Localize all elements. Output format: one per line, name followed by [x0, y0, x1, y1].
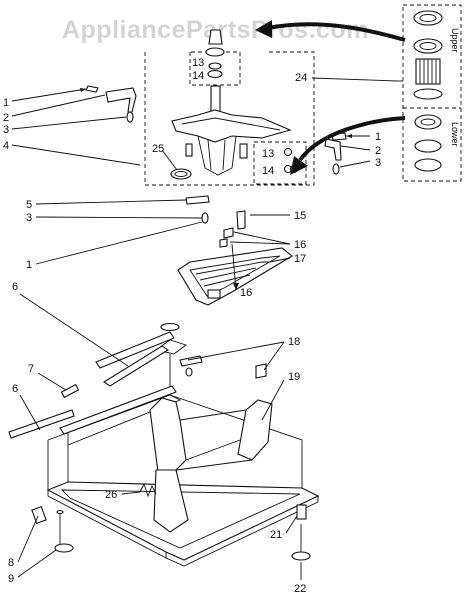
seal-group-box	[253, 141, 307, 185]
top-tabs	[160, 322, 267, 379]
lower-callout-label: Lower	[450, 122, 460, 147]
right-bracket-parts	[324, 132, 347, 175]
side-rails	[8, 345, 170, 439]
leveling-foot-left	[31, 506, 74, 553]
ref-label: 26	[105, 489, 117, 501]
ref-label: 13	[192, 57, 204, 69]
upper-callout-arrow	[255, 20, 406, 42]
ref-label: 15	[294, 210, 306, 222]
ref-label: 1	[375, 131, 381, 143]
upper-callout-label: Upper	[450, 28, 460, 53]
ref-label: 17	[294, 253, 306, 265]
lower-bearing-parts	[414, 114, 442, 172]
ref-label: 3	[26, 212, 32, 224]
ref-label: 1	[26, 259, 32, 271]
ref-label: 13	[262, 148, 274, 160]
ref-label: 25	[152, 143, 164, 155]
clip-26	[139, 482, 157, 498]
ref-label: 9	[8, 573, 14, 585]
leader-lines	[11, 77, 398, 580]
cross-brace	[59, 331, 177, 435]
leveling-foot-right	[291, 504, 311, 561]
gearcase-group-box	[144, 51, 315, 186]
ref-label: 22	[294, 583, 306, 595]
ref-label: 19	[288, 371, 300, 383]
mid-fasteners	[185, 195, 246, 248]
ref-label: 4	[3, 140, 9, 152]
ref-label: 8	[8, 557, 14, 569]
ref-label: 24	[295, 72, 307, 84]
snubber-ring	[170, 168, 192, 180]
ref-label: 5	[26, 199, 32, 211]
ref-label: 1	[3, 97, 9, 109]
ref-label: 3	[375, 157, 381, 169]
leader-arrowheads	[80, 88, 352, 290]
ref-label: 6	[12, 281, 18, 293]
ref-label: 14	[262, 165, 274, 177]
ref-label: 16	[240, 287, 252, 299]
ref-label: 21	[270, 529, 282, 541]
ref-label: 18	[288, 336, 300, 348]
center-post	[205, 29, 225, 117]
ref-label: 16	[294, 239, 306, 251]
ref-label: 2	[3, 112, 9, 124]
bearing-kit-box	[397, 4, 462, 182]
lower-callout-arrow	[290, 116, 406, 175]
upper-bearing-parts	[413, 10, 443, 100]
left-bracket-parts	[85, 85, 137, 123]
ref-label: 14	[192, 70, 204, 82]
ref-label: 7	[28, 363, 34, 375]
gearcase-spider	[171, 109, 292, 176]
ref-label: 6	[12, 383, 18, 395]
ref-label: 2	[375, 145, 381, 157]
base-legs	[149, 397, 273, 533]
ref-label: 3	[3, 124, 9, 136]
